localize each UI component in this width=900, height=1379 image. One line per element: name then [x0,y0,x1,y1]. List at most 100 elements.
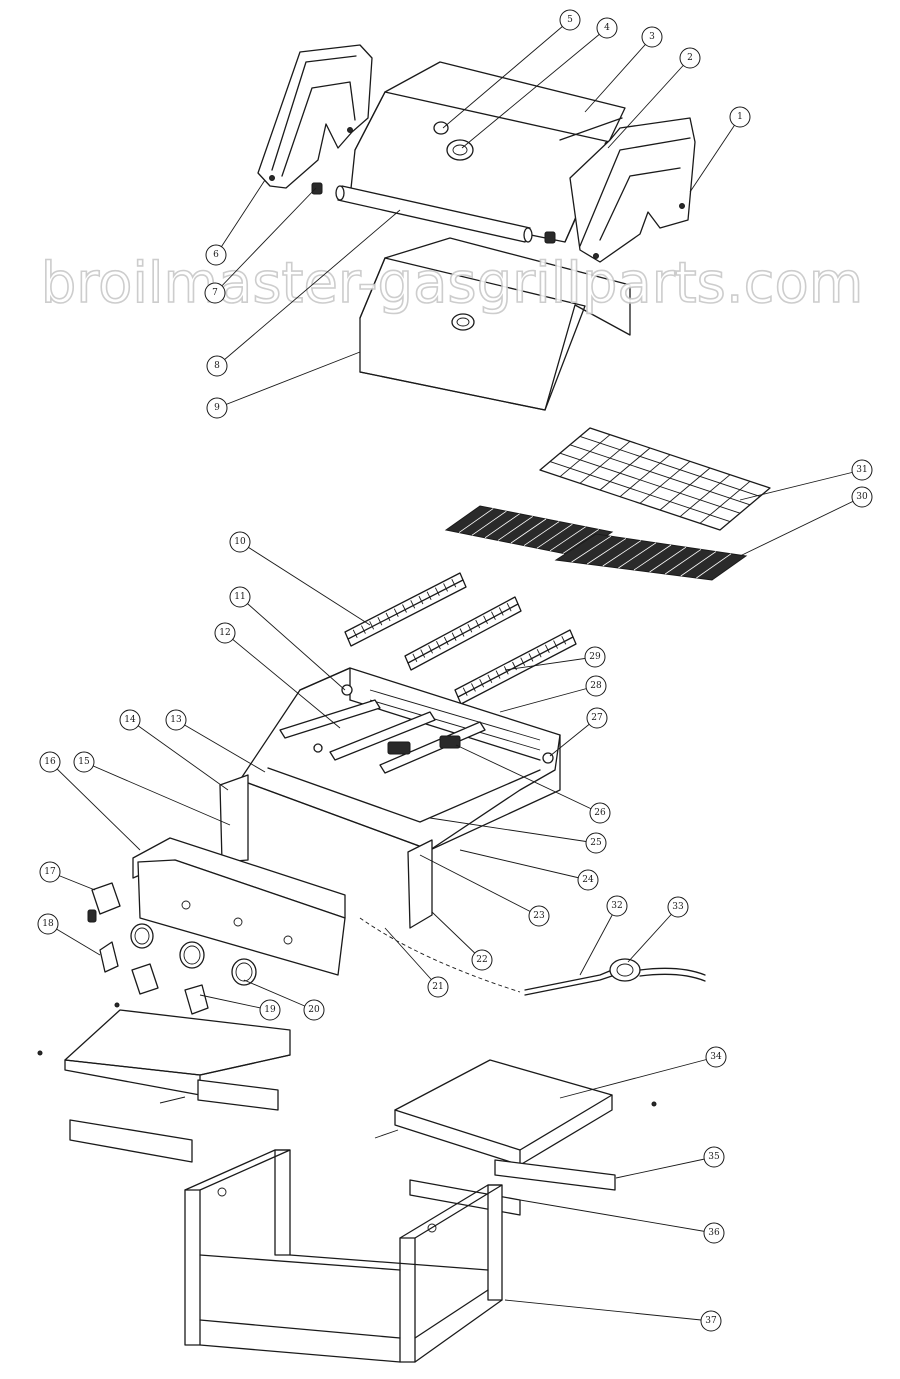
leader-line-21 [384,927,439,988]
heat-tents-part [344,572,577,705]
callout-number: 8 [214,361,220,371]
callout-5: 5 [559,9,581,31]
callout-26: 26 [589,802,611,824]
callout-22: 22 [471,949,493,971]
leader-line-14 [129,719,229,791]
leader-line-37 [504,1299,712,1322]
callout-number: 16 [44,757,56,767]
callout-1: 1 [729,106,751,128]
right-side-shelf-part [374,1059,657,1216]
callout-27: 27 [586,707,608,729]
leader-line-16 [49,761,141,851]
leader-line-2 [607,57,691,149]
callout-33: 33 [667,896,689,918]
callout-number: 15 [78,757,90,767]
callout-number: 28 [590,681,602,691]
callout-12: 12 [214,622,236,644]
leader-line-3 [584,36,653,113]
callout-number: 10 [234,537,246,547]
callout-23: 23 [528,905,550,927]
callout-28: 28 [585,675,607,697]
leader-line-11 [239,596,346,691]
callout-number: 1 [737,112,743,122]
callout-number: 24 [582,875,594,885]
leader-line-24 [459,849,589,881]
callout-16: 16 [39,751,61,773]
callout-number: 34 [710,1052,722,1062]
callout-number: 9 [214,403,220,413]
leader-line-35 [615,1156,715,1179]
callout-7: 7 [204,282,226,304]
leader-line-28 [499,685,597,713]
inner-liner-part [359,237,631,411]
callout-number: 20 [308,1005,320,1015]
callout-number: 37 [705,1316,717,1326]
leader-line-4 [461,27,608,149]
callout-10: 10 [229,531,251,553]
hood-assembly [257,44,696,411]
callout-11: 11 [229,586,251,608]
callout-37: 37 [700,1310,722,1332]
leader-line-7 [214,187,317,294]
firebox-part [239,667,561,881]
callout-number: 5 [567,15,573,25]
leader-line-33 [627,906,679,963]
callout-number: 30 [856,492,868,502]
leader-line-10 [239,541,371,626]
callout-number: 27 [591,713,603,723]
callout-number: 18 [42,919,54,929]
callout-number: 13 [170,715,182,725]
watermark-text: broilmaster-gasgrillparts.com [41,251,864,316]
cart-frame-part [184,1149,503,1363]
left-side-shelf-part [37,1002,291,1163]
leader-line-26 [455,744,601,814]
callout-number: 22 [476,955,487,965]
callout-number: 29 [589,652,601,662]
callout-35: 35 [703,1146,725,1168]
callout-19: 19 [259,999,281,1021]
left-side-bracket-part [257,44,373,189]
callout-2: 2 [679,47,701,69]
leader-line-9 [216,351,361,409]
leader-line-22 [431,911,483,961]
callout-number: 33 [672,902,684,912]
callout-number: 14 [124,715,136,725]
callout-number: 31 [856,465,867,475]
callout-31: 31 [851,459,873,481]
hood-part [349,61,626,243]
leader-line-8 [216,209,401,367]
callout-9: 9 [206,397,228,419]
leader-line-36 [519,1199,715,1234]
callout-17: 17 [39,861,61,883]
callout-number: 36 [708,1228,720,1238]
callout-30: 30 [851,486,873,508]
callout-34: 34 [705,1046,727,1068]
control-panel-part [87,774,433,1015]
right-side-bracket-part [569,117,696,263]
callout-number: 11 [234,592,245,602]
callout-number: 6 [213,250,219,260]
callout-25: 25 [585,832,607,854]
callout-13: 13 [165,709,187,731]
callout-36: 36 [703,1222,725,1244]
callout-number: 35 [708,1152,720,1162]
leader-line-5 [442,19,571,129]
gas-hose-part [359,917,706,996]
leader-line-23 [419,854,540,917]
callout-14: 14 [119,709,141,731]
leader-line-12 [224,632,341,729]
callout-number: 19 [264,1005,276,1015]
warming-rack-part [539,427,771,531]
leader-line-19 [199,994,271,1011]
leader-line-29 [504,656,596,671]
callout-6: 6 [205,244,227,266]
leader-line-6 [215,179,266,256]
callout-number: 12 [219,628,230,638]
leader-line-13 [175,719,266,773]
leader-line-30 [739,496,863,557]
callout-29: 29 [584,646,606,668]
callout-number: 7 [212,288,218,298]
callout-number: 26 [594,808,606,818]
